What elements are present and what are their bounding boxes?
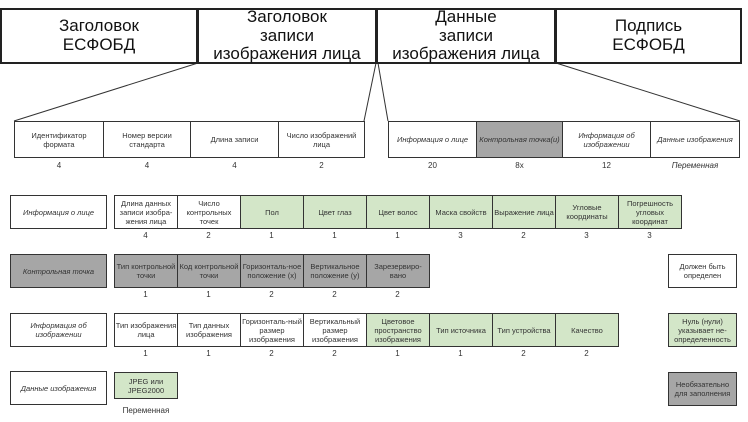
field-size: 1: [395, 231, 400, 240]
field-size: 2: [395, 290, 400, 299]
field-size: 1: [206, 290, 211, 299]
legend-zero-undefined: Нуль (нули) указывает не-определенность: [668, 313, 737, 347]
field-size: 3: [584, 231, 589, 240]
field-size: 20: [428, 161, 437, 170]
field-size: Переменная: [122, 406, 170, 415]
header-field: Длина записи: [190, 121, 279, 158]
field-size: 1: [269, 231, 274, 240]
image-info-field: Тип данных изображения: [177, 313, 241, 347]
field-size: 3: [647, 231, 652, 240]
top-block-0: Заголовок ЕСФОБД: [0, 8, 198, 64]
control-point-field: Код контрольной точки: [177, 254, 241, 288]
image-info-field: Горизонталь-ный размер изображения: [240, 313, 304, 347]
control-point-field: Вертикальное положение (y): [303, 254, 367, 288]
field-size: 3: [458, 231, 463, 240]
face-info-field: Погрешность угловых координат: [618, 195, 682, 229]
image-info-field: Цветовое пространство изображения: [366, 313, 430, 347]
field-size: 4: [143, 231, 148, 240]
field-size: 1: [143, 290, 148, 299]
field-size: 2: [269, 290, 274, 299]
header-field: Номер версии стандарта: [103, 121, 191, 158]
image-info-field: Качество: [555, 313, 619, 347]
face-info-field: Длина данных записи изобра-жения лица: [114, 195, 178, 229]
field-size: 2: [521, 349, 526, 358]
field-size: 1: [206, 349, 211, 358]
face-info-field: Число контрольных точек: [177, 195, 241, 229]
legend-optional: Необязательно для заполнения: [668, 372, 737, 406]
header-field: Идентификатор формата: [14, 121, 104, 158]
row-label: Информация о лице: [10, 195, 107, 229]
record-field: Информация об изображении: [562, 121, 651, 158]
row-label: Данные изображения: [10, 371, 107, 405]
field-size: Переменная: [671, 161, 719, 170]
face-info-field: Цвет волос: [366, 195, 430, 229]
row-label: Контрольная точка: [10, 254, 107, 288]
image-info-field: Вертикальный размер изображения: [303, 313, 367, 347]
field-size: 2: [521, 231, 526, 240]
field-size: 4: [56, 161, 62, 170]
field-size: 1: [332, 231, 337, 240]
image-info-field: Тип устройства: [492, 313, 556, 347]
field-size: 12: [602, 161, 611, 170]
field-size: 4: [144, 161, 150, 170]
field-size: 4: [232, 161, 237, 170]
control-point-field: Зарезервиро-вано: [366, 254, 430, 288]
field-size: 2: [332, 290, 337, 299]
field-size: 1: [458, 349, 463, 358]
row-label: Информация об изображении: [10, 313, 107, 347]
control-point-field: Тип контрольной точки: [114, 254, 178, 288]
face-info-field: Угловые координаты: [555, 195, 619, 229]
image-info-field: Тип изображения лица: [114, 313, 178, 347]
image-info-field: Тип источника: [429, 313, 493, 347]
header-field: Число изображений лица: [278, 121, 365, 158]
face-info-field: Маска свойств: [429, 195, 493, 229]
record-field: Контрольная точка(и): [476, 121, 563, 158]
top-block-2: Данные записи изображения лица: [376, 7, 556, 64]
top-block-1: Заголовок записи изображения лица: [197, 7, 377, 64]
field-size: 2: [269, 349, 274, 358]
field-size: 2: [332, 349, 337, 358]
field-size: 1: [143, 349, 148, 358]
record-field: Данные изображения: [650, 121, 740, 158]
face-info-field: Цвет глаз: [303, 195, 367, 229]
face-info-field: Пол: [240, 195, 304, 229]
legend-required: Должен быть определен: [668, 254, 737, 288]
top-block-3: Подпись ЕСФОБД: [555, 8, 742, 64]
control-point-field: Горизонталь-ное положение (x): [240, 254, 304, 288]
face-info-field: Выражение лица: [492, 195, 556, 229]
field-size: 8x: [515, 161, 524, 170]
record-field: Информация о лице: [388, 121, 477, 158]
field-size: 1: [395, 349, 400, 358]
field-size: 2: [584, 349, 589, 358]
field-size: 2: [319, 161, 324, 170]
image-data-field: JPEG или JPEG2000: [114, 372, 178, 399]
field-size: 2: [206, 231, 211, 240]
